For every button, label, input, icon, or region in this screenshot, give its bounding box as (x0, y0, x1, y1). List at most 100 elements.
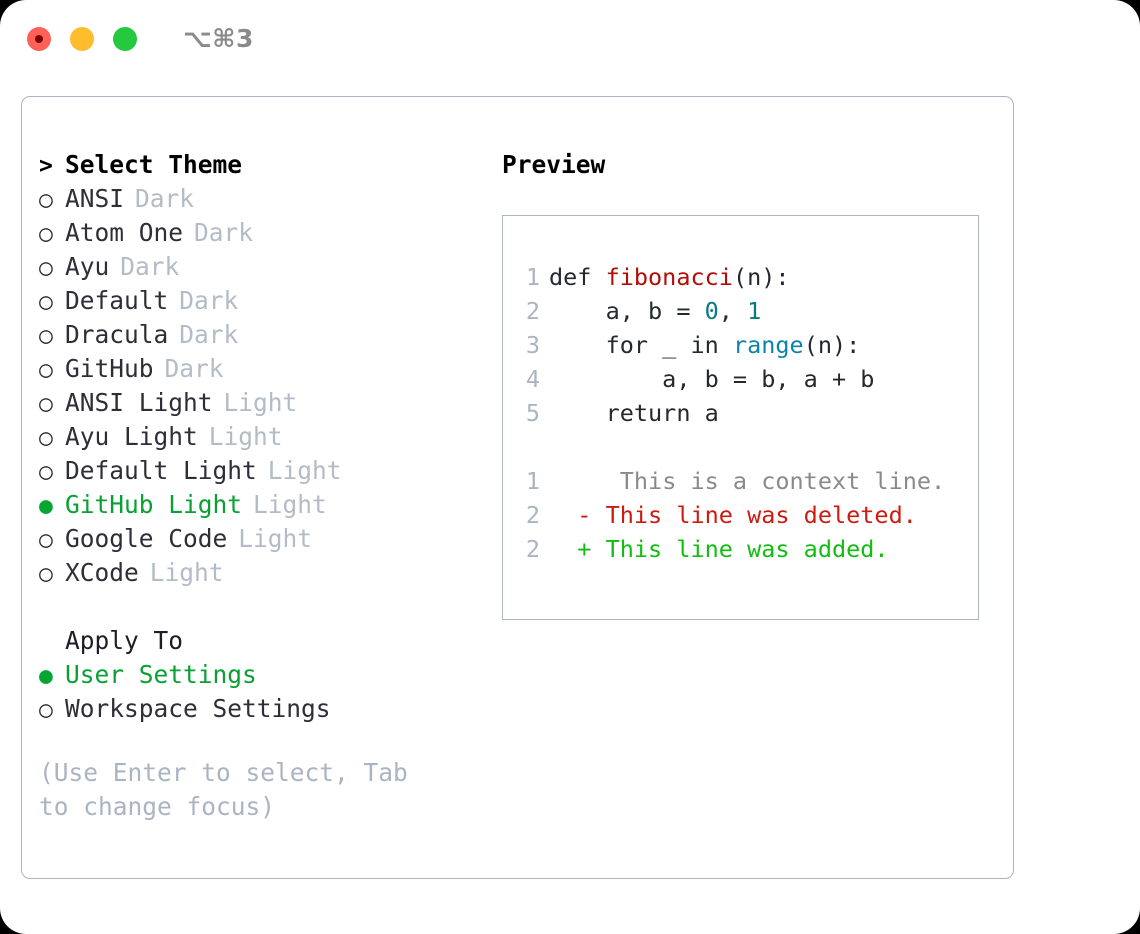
theme-option-variant: Light (149, 558, 224, 587)
code-token-fn: fibonacci (605, 263, 733, 291)
zoom-button[interactable] (113, 26, 137, 51)
radio-unselected-icon: ○ (39, 459, 53, 485)
theme-option-variant: Dark (194, 218, 254, 247)
code-diff-separator (503, 430, 978, 464)
close-button[interactable] (27, 26, 51, 51)
code-line: 5 return a (503, 396, 978, 430)
line-number: 4 (525, 365, 540, 393)
radio-unselected-icon: ○ (39, 697, 53, 723)
code-line: 2 a, b = 0, 1 (503, 294, 978, 328)
apply-to-option[interactable]: ●User Settings (39, 660, 479, 694)
theme-option-label: XCode (65, 558, 139, 587)
theme-option-variant: Light (253, 490, 327, 519)
code-token-plain: def (549, 263, 606, 291)
caret-icon: > (39, 153, 53, 179)
theme-option-variant: Dark (135, 184, 195, 213)
code-token-plain: (n): (803, 331, 861, 359)
line-number: 1 (525, 263, 540, 291)
code-token-plain: for _ in (549, 331, 733, 359)
keyboard-hint: (Use Enter to select, Tab to change focu… (39, 758, 408, 821)
theme-option[interactable]: ○ Ayu Dark (39, 252, 479, 286)
code-token-num: 0 (704, 297, 719, 325)
theme-option[interactable]: ○ Default Dark (39, 286, 479, 320)
code-line: 4 a, b = b, a + b (503, 362, 978, 396)
diff-line: 1 This is a context line. (503, 464, 978, 498)
theme-option-variant: Dark (164, 354, 224, 383)
radio-selected-icon: ● (39, 493, 53, 519)
diff-sample: 1 This is a context line.2 - This line w… (503, 464, 978, 566)
preview-title: Preview (502, 150, 606, 179)
title-bar: ⌥⌘3 (0, 0, 1140, 77)
diff-line-text: This line was deleted. (591, 501, 917, 529)
apply-to-option-label: Workspace Settings (65, 694, 331, 723)
line-number: 1 (525, 467, 540, 495)
theme-option-variant: Light (208, 422, 283, 451)
line-number: 2 (525, 297, 540, 325)
theme-option-label: Default Light (65, 456, 257, 485)
code-token-plain: a, b = (549, 297, 705, 325)
select-theme-label: Select Theme (65, 150, 243, 179)
code-token-plain: , (718, 297, 748, 325)
theme-option-label: ANSI (65, 184, 125, 213)
theme-option-variant: Dark (179, 320, 239, 349)
traffic-light-buttons (27, 26, 137, 51)
radio-unselected-icon: ○ (39, 255, 53, 281)
minimize-button[interactable] (70, 26, 94, 51)
line-number: 5 (525, 399, 540, 427)
radio-unselected-icon: ○ (39, 187, 53, 213)
code-token-plain: return a (549, 399, 719, 427)
radio-selected-icon: ● (39, 663, 53, 689)
code-line-text: def fibonacci(n): (549, 260, 790, 294)
theme-option-label: ANSI Light (65, 388, 213, 417)
diff-marker (549, 464, 591, 498)
diff-line: 2 - This line was deleted. (503, 498, 978, 532)
theme-option[interactable]: ○ XCode Light (39, 558, 479, 592)
code-line: 1 def fibonacci(n): (503, 260, 978, 294)
line-number: 2 (525, 535, 540, 563)
apply-to-list: ●User Settings ○ Workspace Settings (39, 660, 479, 728)
code-token-builtin: range (732, 331, 804, 359)
diff-marker: - (549, 501, 592, 529)
keyboard-shortcut-label: ⌥⌘3 (183, 24, 254, 53)
list-spacer (39, 592, 479, 626)
theme-option-label: Dracula (65, 320, 169, 349)
radio-unselected-icon: ○ (39, 527, 53, 553)
radio-unselected-icon: ○ (39, 391, 53, 417)
select-theme-heading: > Select Theme (39, 150, 479, 184)
theme-option-variant: Dark (120, 252, 180, 281)
radio-unselected-icon: ○ (39, 561, 53, 587)
theme-option-variant: Light (238, 524, 313, 553)
theme-option-label: Atom One (65, 218, 184, 247)
line-number: 3 (525, 331, 540, 359)
code-line: 3 for _ in range(n): (503, 328, 978, 362)
diff-line: 2 + This line was added. (503, 532, 978, 566)
theme-option-label: Ayu Light (65, 422, 198, 451)
theme-option-variant: Light (267, 456, 342, 485)
apply-to-option[interactable]: ○ Workspace Settings (39, 694, 479, 728)
theme-option[interactable]: ○ Dracula Dark (39, 320, 479, 354)
line-number: 2 (525, 501, 540, 529)
theme-option-variant: Dark (179, 286, 239, 315)
apply-to-heading: Apply To (39, 626, 479, 660)
theme-option-label: GitHub (65, 354, 154, 383)
code-token-num: 1 (747, 297, 762, 325)
theme-option-label: Ayu (65, 252, 110, 281)
theme-option[interactable]: ○ Default Light Light (39, 456, 479, 490)
code-token-plain: a, b = b, a + b (549, 365, 875, 393)
theme-option-label: Default (65, 286, 169, 315)
radio-unselected-icon: ○ (39, 289, 53, 315)
radio-unselected-icon: ○ (39, 323, 53, 349)
theme-option[interactable]: ○ ANSI Dark (39, 184, 479, 218)
diff-line-text: This line was added. (591, 535, 889, 563)
